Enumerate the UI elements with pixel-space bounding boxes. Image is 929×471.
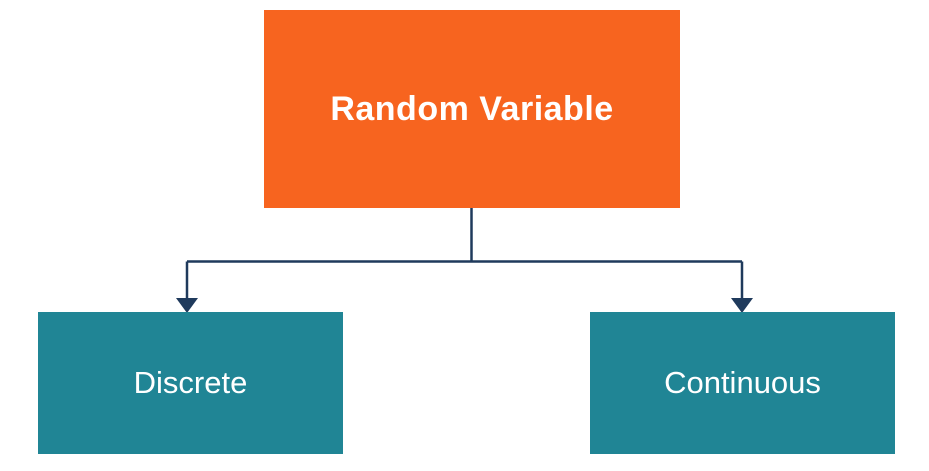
left-arrowhead-icon [176, 298, 198, 313]
node-continuous: Continuous [590, 312, 895, 454]
node-continuous-label: Continuous [664, 365, 821, 400]
node-discrete-label: Discrete [133, 365, 248, 400]
node-random-variable-label: Random Variable [330, 89, 614, 128]
right-arrowhead-icon [731, 298, 753, 313]
node-random-variable: Random Variable [264, 10, 680, 208]
node-discrete: Discrete [38, 312, 343, 454]
